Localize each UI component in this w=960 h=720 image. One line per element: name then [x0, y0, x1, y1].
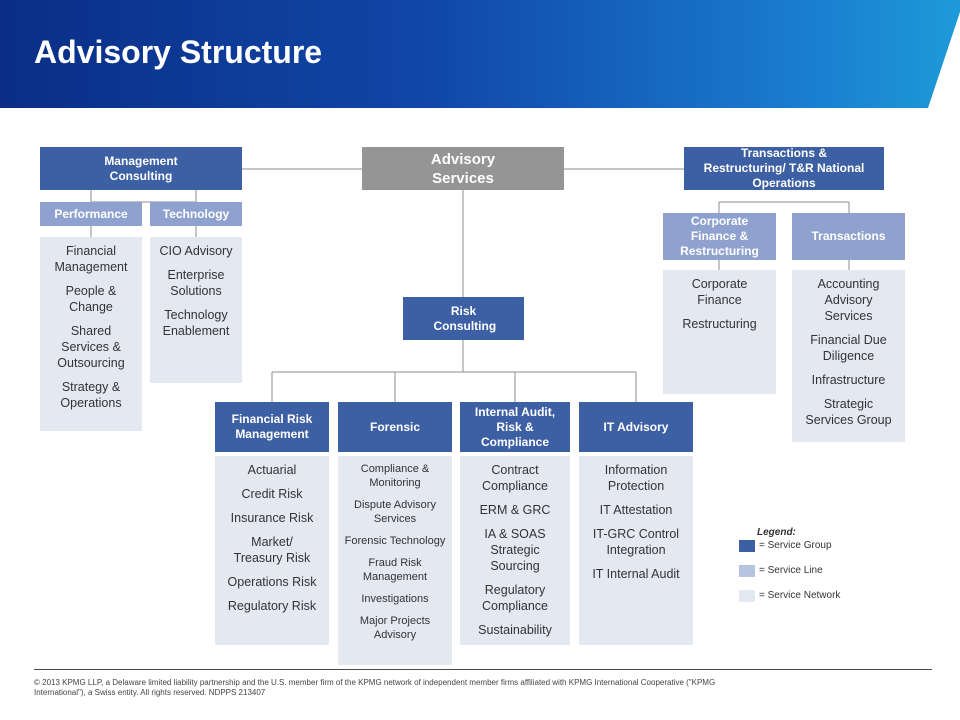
network-investigations: Investigations — [361, 593, 429, 605]
it-advisory-label: IT Advisory — [603, 419, 669, 434]
transactions-restructuring-node: Transactions & Restructuring/ T&R Nation… — [684, 147, 884, 190]
transactions-networks-panel: Accounting Advisory Services Financial D… — [792, 270, 905, 442]
advisory-services-label: Advisory Services — [430, 150, 496, 187]
network-regulatory-risk: Regulatory Risk — [227, 599, 317, 613]
frm-networks-panel: Actuarial Credit Risk Insurance Risk Mar… — [215, 456, 329, 645]
network-financial-due-diligence: Financial Due Diligence — [810, 333, 887, 363]
network-information-protection: Information Protection — [604, 463, 668, 493]
network-insurance-risk: Insurance Risk — [230, 511, 314, 525]
legend-swatch-service-line — [739, 564, 755, 577]
network-it-grc-control: IT-GRC Control Integration — [592, 527, 680, 557]
network-technology-enablement: Technology Enablement — [162, 308, 230, 338]
transactions-restructuring-label: Transactions & Restructuring/ T&R Nation… — [703, 147, 865, 190]
legend-swatch-service-network — [739, 589, 755, 602]
cfr-networks-panel: Corporate Finance Restructuring — [663, 270, 776, 394]
internal-audit-risk-compliance-node: Internal Audit, Risk & Compliance — [460, 402, 570, 452]
legend-label-service-network: = Service Network — [759, 590, 841, 601]
network-compliance-monitoring: Compliance & Monitoring — [360, 463, 430, 489]
technology-label: Technology — [162, 206, 230, 221]
legend-item-service-group: = Service Group — [739, 539, 832, 552]
network-dispute-advisory: Dispute Advisory Services — [354, 499, 436, 525]
network-it-attestation: IT Attestation — [599, 503, 673, 517]
network-major-projects-advisory: Major Projects Advisory — [359, 615, 431, 641]
management-consulting-node: Management Consulting — [40, 147, 242, 190]
network-fraud-risk-management: Fraud Risk Management — [362, 557, 428, 583]
footer-divider — [34, 669, 932, 670]
network-strategy-operations: Strategy & Operations — [60, 380, 122, 410]
transactions-node: Transactions — [792, 213, 905, 260]
risk-consulting-label: Risk Consulting — [433, 303, 497, 333]
network-financial-management: Financial Management — [54, 244, 128, 274]
legend-item-service-network: = Service Network — [739, 589, 840, 602]
network-strategic-services-group: Strategic Services Group — [805, 397, 892, 427]
advisory-services-node: Advisory Services — [362, 147, 564, 190]
network-cio-advisory: CIO Advisory — [159, 244, 233, 258]
risk-consulting-node: Risk Consulting — [403, 297, 524, 340]
internal-audit-risk-compliance-label: Internal Audit, Risk & Compliance — [474, 404, 556, 449]
network-it-internal-audit: IT Internal Audit — [592, 567, 680, 581]
legend-item-service-line: = Service Line — [739, 564, 823, 577]
corporate-finance-restructuring-node: Corporate Finance & Restructuring — [663, 213, 776, 260]
network-contract-compliance: Contract Compliance — [481, 463, 548, 493]
it-advisory-networks-panel: Information Protection IT Attestation IT… — [579, 456, 693, 645]
technology-networks-panel: CIO Advisory Enterprise Solutions Techno… — [150, 237, 242, 383]
network-restructuring: Restructuring — [682, 317, 757, 331]
corporate-finance-restructuring-label: Corporate Finance & Restructuring — [680, 214, 759, 258]
footer-copyright: © 2013 KPMG LLP, a Delaware limited liab… — [34, 678, 716, 697]
forensic-networks-panel: Compliance & Monitoring Dispute Advisory… — [338, 456, 452, 665]
page-title: Advisory Structure — [34, 34, 323, 70]
management-consulting-label: Management Consulting — [104, 153, 178, 183]
technology-node: Technology — [150, 202, 242, 226]
network-infrastructure: Infrastructure — [811, 373, 886, 387]
financial-risk-management-node: Financial Risk Management — [215, 402, 329, 452]
legend-swatch-service-group — [739, 539, 755, 552]
network-regulatory-compliance: Regulatory Compliance — [481, 583, 548, 613]
legend-label-service-group: = Service Group — [759, 540, 832, 551]
it-advisory-node: IT Advisory — [579, 402, 693, 452]
performance-label: Performance — [54, 206, 128, 221]
network-corporate-finance: Corporate Finance — [691, 277, 748, 307]
network-enterprise-solutions: Enterprise Solutions — [167, 268, 225, 298]
forensic-label: Forensic — [369, 419, 420, 434]
network-forensic-technology: Forensic Technology — [344, 535, 446, 547]
iarc-networks-panel: Contract Compliance ERM & GRC IA & SOAS … — [460, 456, 570, 645]
financial-risk-management-label: Financial Risk Management — [231, 412, 313, 441]
network-credit-risk: Credit Risk — [241, 487, 303, 501]
network-ia-soas-sourcing: IA & SOAS Strategic Sourcing — [484, 527, 546, 573]
network-actuarial: Actuarial — [247, 463, 297, 477]
legend-title: Legend: — [757, 527, 796, 538]
network-shared-services: Shared Services & Outsourcing — [57, 324, 125, 370]
header-banner: Advisory Structure — [0, 0, 960, 108]
network-accounting-advisory: Accounting Advisory Services — [817, 277, 880, 323]
performance-networks-panel: Financial Management People & Change Sha… — [40, 237, 142, 431]
network-erm-grc: ERM & GRC — [479, 503, 551, 517]
legend-label-service-line: = Service Line — [759, 565, 823, 576]
network-sustainability: Sustainability — [478, 623, 552, 637]
network-operations-risk: Operations Risk — [227, 575, 317, 589]
transactions-label: Transactions — [811, 229, 886, 243]
performance-node: Performance — [40, 202, 142, 226]
forensic-node: Forensic — [338, 402, 452, 452]
network-people-change: People & Change — [65, 284, 117, 314]
network-market-treasury-risk: Market/ Treasury Risk — [233, 535, 311, 565]
